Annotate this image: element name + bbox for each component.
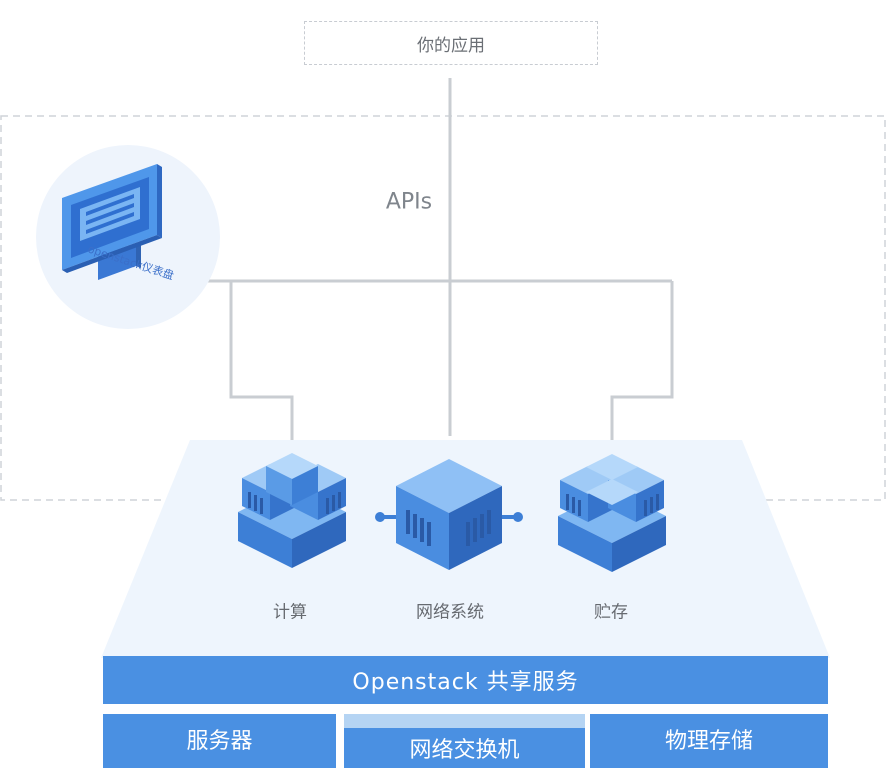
- server-label: 服务器: [186, 729, 253, 754]
- your-app-label: 你的应用: [417, 35, 485, 56]
- network-switch-label: 网络交换机: [409, 738, 520, 763]
- network-switch-block: 网络交换机: [344, 728, 585, 768]
- api-connectors: [188, 78, 674, 440]
- storage-connector: [610, 281, 674, 440]
- apis-label: APIs: [385, 189, 433, 215]
- service-label-storage: 贮存: [594, 602, 628, 623]
- network-cube-icon: [375, 459, 523, 570]
- service-label-network: 网络系统: [416, 602, 484, 623]
- shared-services-band: Openstack 共享服务: [103, 656, 828, 704]
- storage-cubes-icon: [558, 454, 666, 572]
- your-app-box: 你的应用: [304, 21, 598, 65]
- server-block: 服务器: [103, 714, 336, 768]
- service-label-compute: 计算: [273, 602, 307, 623]
- shared-services-label: Openstack 共享服务: [352, 670, 579, 695]
- physical-storage-block: 物理存储: [590, 714, 828, 768]
- compute-connector: [229, 281, 294, 440]
- physical-storage-label: 物理存储: [664, 729, 753, 754]
- compute-cubes-icon: [238, 453, 346, 568]
- monitor-icon: [62, 164, 162, 280]
- switch-block-top: [344, 714, 585, 728]
